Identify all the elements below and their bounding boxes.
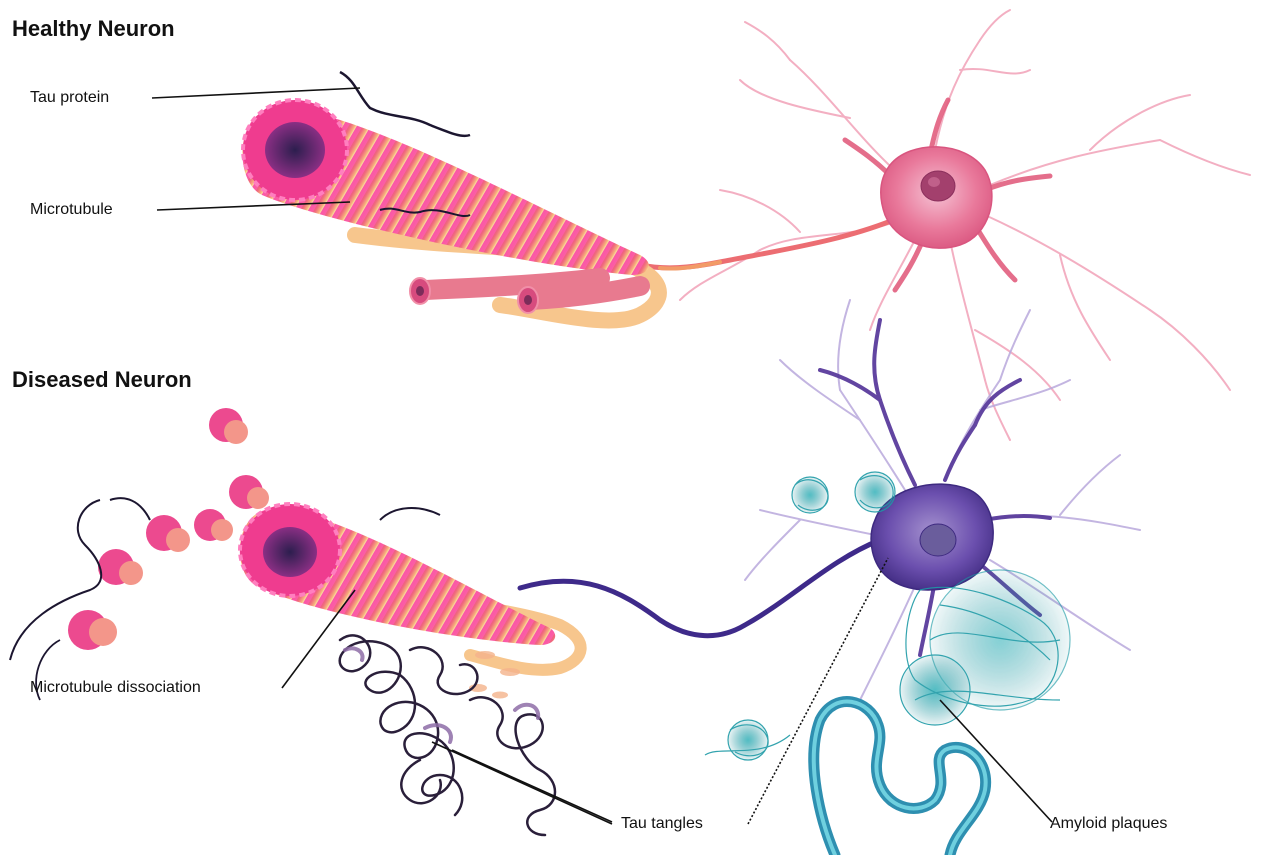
label-tau-tangles: Tau tangles: [621, 815, 703, 833]
diseased-neuron-title: Diseased Neuron: [12, 367, 192, 393]
diseased-microtubule: [10, 408, 581, 700]
label-amyloid-plaques: Amyloid plaques: [1050, 815, 1167, 833]
label-tau-protein: Tau protein: [30, 89, 109, 107]
healthy-neuron: [640, 10, 1250, 440]
healthy-microtubule: [242, 72, 658, 320]
label-microtubule-dissociation: Microtubule dissociation: [30, 679, 201, 697]
healthy-neuron-title: Healthy Neuron: [12, 16, 175, 42]
label-microtubule: Microtubule: [30, 201, 113, 219]
tubulin-fragments: [68, 408, 269, 650]
amyloid-ribbon: [814, 701, 986, 855]
